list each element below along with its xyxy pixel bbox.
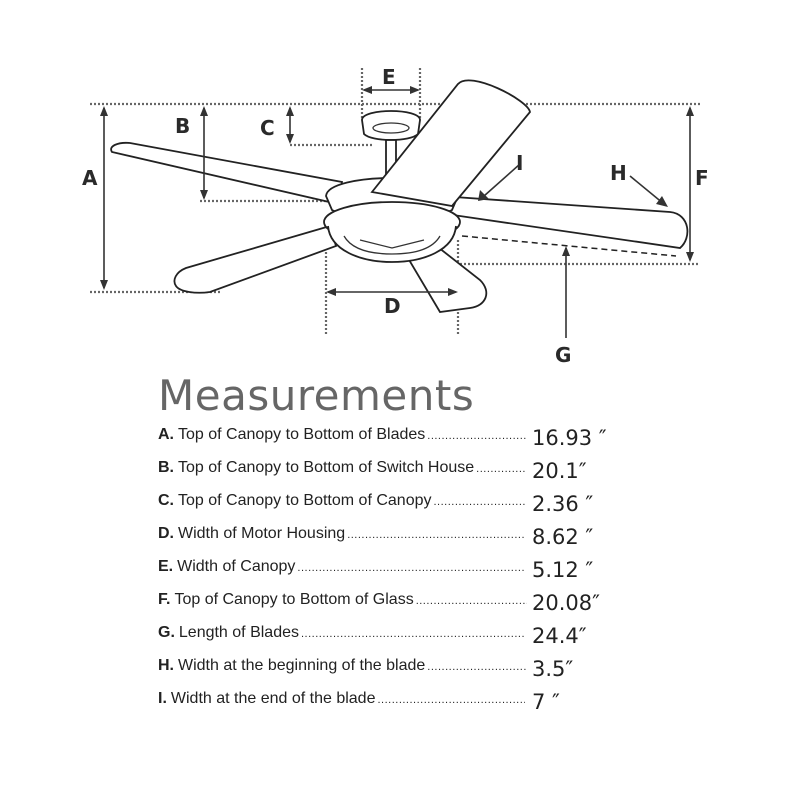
fan-blade <box>173 224 338 294</box>
measurement-label: Width at the end of the blade <box>170 690 376 707</box>
dimension-letters: A B C E D F G H I <box>82 65 709 367</box>
fan-blade <box>110 141 344 206</box>
measurement-row-d: D. Width of Motor Housing 8.62 ″ <box>158 525 628 558</box>
dot-leader <box>297 562 526 574</box>
label-a: A <box>82 166 98 190</box>
measurement-value: 20.08″ <box>532 591 600 615</box>
measurement-key: E. <box>158 558 174 575</box>
label-h: H <box>610 161 627 185</box>
measurement-row-g: G. Length of Blades 24.4″ <box>158 624 628 657</box>
measurement-key: I. <box>158 690 167 707</box>
dot-leader <box>433 496 526 508</box>
measurement-row-f: F. Top of Canopy to Bottom of Glass 20.0… <box>158 591 628 624</box>
label-b: B <box>175 114 190 138</box>
dot-leader <box>377 694 525 706</box>
measurement-label: Length of Blades <box>178 624 299 641</box>
label-d: D <box>384 294 401 318</box>
measurement-value: 16.93 ″ <box>532 426 607 450</box>
measurement-key: G. <box>158 624 175 641</box>
ceiling-fan-diagram: A B C E D F G H I <box>82 65 709 367</box>
fan-blade <box>438 195 689 249</box>
ceiling-fan <box>110 79 689 313</box>
measurement-value: 8.62 ″ <box>532 525 594 549</box>
measurements-list: A. Top of Canopy to Bottom of Blades 16.… <box>158 426 628 723</box>
label-c: C <box>260 116 275 140</box>
measurement-row-e: E. Width of Canopy 5.12 ″ <box>158 558 628 591</box>
label-i: I <box>516 151 523 175</box>
measurement-label: Top of Canopy to Bottom of Blades <box>178 426 426 443</box>
dot-leader <box>347 529 526 541</box>
fan-blade <box>400 243 488 313</box>
measurement-value: 7 ″ <box>532 690 560 714</box>
dimension-arrows <box>100 86 694 338</box>
measurement-key: F. <box>158 591 171 608</box>
dimension-lines <box>90 68 700 335</box>
dot-leader <box>427 661 526 673</box>
measurement-label: Width of Motor Housing <box>178 525 346 542</box>
measurement-key: B. <box>158 459 174 476</box>
measurement-row-h: H. Width at the beginning of the blade 3… <box>158 657 628 690</box>
measurement-label: Top of Canopy to Bottom of Canopy <box>178 492 432 509</box>
measurement-value: 20.1″ <box>532 459 587 483</box>
measurement-value: 3.5″ <box>532 657 574 681</box>
measurement-key: D. <box>158 525 174 542</box>
label-e: E <box>382 65 396 89</box>
measurement-key: C. <box>158 492 174 509</box>
measurements-title: Measurements <box>158 371 475 420</box>
measurement-value: 24.4″ <box>532 624 587 648</box>
dot-leader <box>476 463 526 475</box>
measurement-label: Width at the beginning of the blade <box>178 657 426 674</box>
measurement-row-c: C. Top of Canopy to Bottom of Canopy 2.3… <box>158 492 628 525</box>
measurement-row-a: A. Top of Canopy to Bottom of Blades 16.… <box>158 426 628 459</box>
measurement-key: A. <box>158 426 174 443</box>
measurement-row-b: B. Top of Canopy to Bottom of Switch Hou… <box>158 459 628 492</box>
measurement-label: Width of Canopy <box>177 558 296 575</box>
fan-blade <box>370 79 531 207</box>
dot-leader <box>301 628 526 640</box>
dot-leader <box>416 595 527 607</box>
measurement-value: 2.36 ″ <box>532 492 594 516</box>
measurement-label: Top of Canopy to Bottom of Glass <box>174 591 414 608</box>
label-f: F <box>695 166 709 190</box>
measurement-value: 5.12 ″ <box>532 558 594 582</box>
label-g: G <box>555 343 571 367</box>
dot-leader <box>427 430 526 442</box>
measurement-row-i: I. Width at the end of the blade 7 ″ <box>158 690 628 723</box>
measurement-label: Top of Canopy to Bottom of Switch House <box>178 459 475 476</box>
measurement-key: H. <box>158 657 174 674</box>
